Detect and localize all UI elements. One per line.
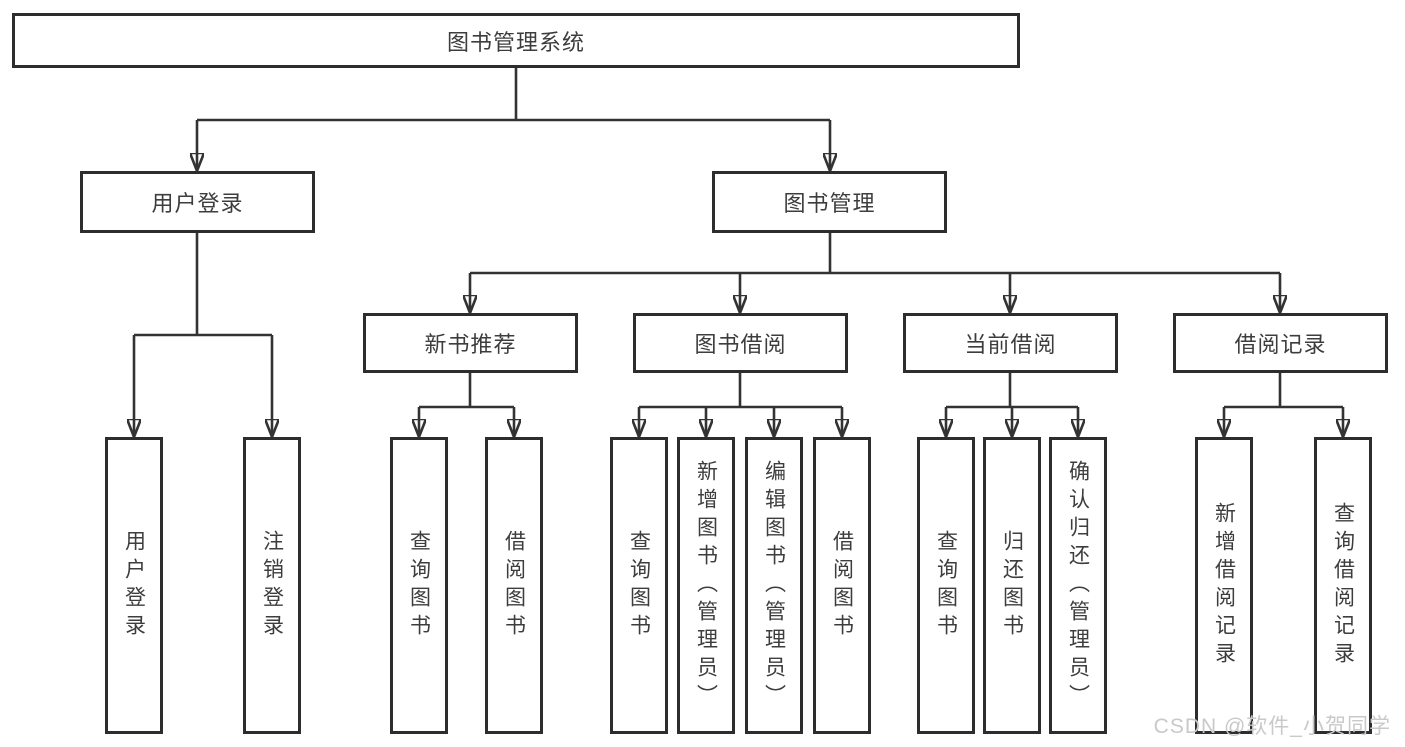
connector-current-borrow-branch (946, 373, 1078, 437)
node-current-borrowing: 当前借阅 (903, 313, 1118, 373)
leaf-borrow-books-borrowing: 借阅图书 (813, 437, 871, 734)
leaf-confirm-return-admin: 确认归还（管理员） (1049, 437, 1107, 734)
leaf-return-book: 归还图书 (983, 437, 1041, 734)
node-user-login: 用户登录 (80, 171, 315, 233)
connector-user-login-branch (134, 233, 272, 437)
connector-borrow-record-branch (1224, 373, 1343, 437)
leaf-edit-book-admin: 编辑图书（管理员） (745, 437, 803, 734)
connector-book-mgmt-branch (470, 233, 1280, 313)
node-borrowing-records: 借阅记录 (1173, 313, 1388, 373)
node-library-system: 图书管理系统 (12, 13, 1020, 68)
watermark: CSDN @软件_小贺同学 (1153, 715, 1391, 738)
leaf-query-books-current: 查询图书 (917, 437, 975, 734)
leaf-add-book-admin: 新增图书（管理员） (677, 437, 735, 734)
leaf-borrow-books-recommend: 借阅图书 (485, 437, 543, 734)
leaf-add-borrow-record: 新增借阅记录 (1195, 437, 1253, 734)
connector-new-book-branch (419, 373, 514, 437)
leaf-query-books-recommend: 查询图书 (390, 437, 448, 734)
node-book-borrowing: 图书借阅 (633, 313, 848, 373)
leaf-user-login: 用户登录 (105, 437, 163, 734)
connector-book-borrow-branch (639, 373, 842, 437)
connector-root-to-level2 (197, 68, 830, 171)
leaf-query-borrow-record: 查询借阅记录 (1314, 437, 1372, 734)
node-book-management: 图书管理 (712, 171, 947, 233)
leaf-query-books-borrowing: 查询图书 (610, 437, 668, 734)
leaf-logout: 注销登录 (243, 437, 301, 734)
node-new-book-recommend: 新书推荐 (363, 313, 578, 373)
